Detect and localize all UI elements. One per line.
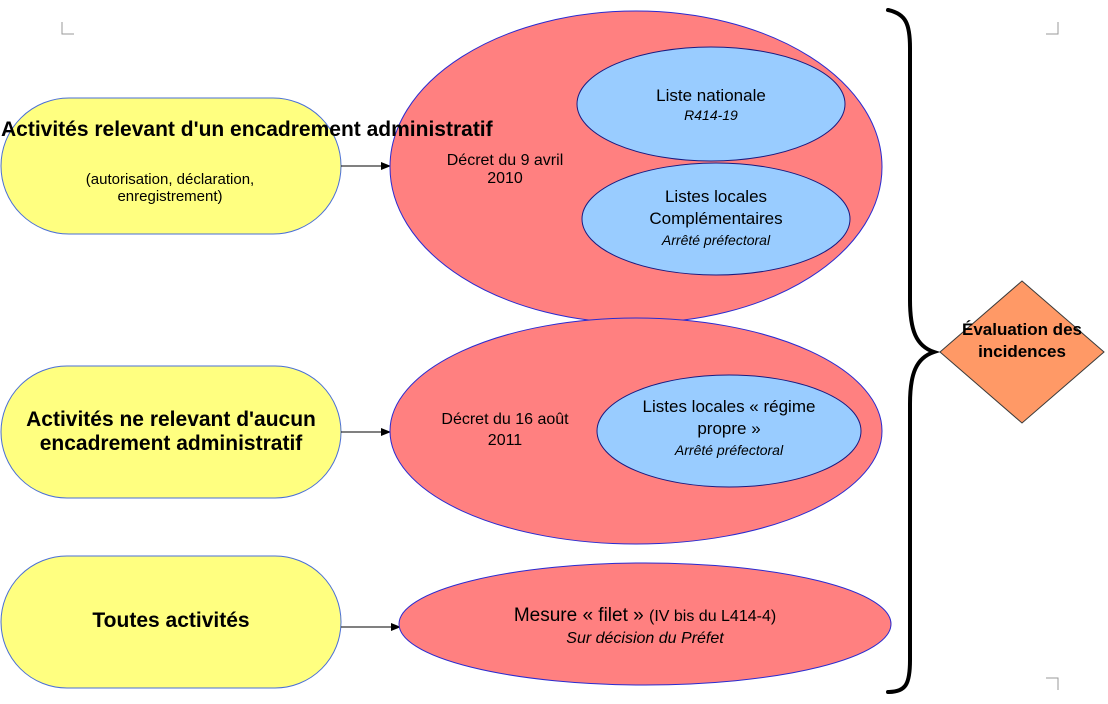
- decree-2010-label: Décret du 9 avril 2010: [446, 152, 564, 187]
- ellipse-local-complementary-lists: [581, 162, 851, 276]
- national-list-subtitle: R414-19: [684, 107, 738, 123]
- ellipse-filet-measure: [398, 562, 892, 686]
- filet-measure-title-line: Mesure « filet » (IV bis du L414-4): [400, 605, 890, 626]
- local-specific-regime-lists-title: Listes locales « régime propre »: [642, 397, 816, 439]
- page-corner-marks: [61, 22, 1059, 690]
- ellipse-local-specific-regime-lists: [596, 374, 862, 488]
- pill-all-activities: [0, 555, 342, 689]
- filet-measure-title: Mesure « filet »: [513, 605, 644, 626]
- pill-3-title: Toutes activités: [92, 609, 250, 632]
- pill-1-title: Activités relevant d'un encadrement admi…: [1, 118, 493, 141]
- diamond-impact-assessment: [939, 280, 1105, 424]
- filet-measure-subtitle: Sur décision du Préfet: [566, 630, 724, 647]
- ellipse-national-list: [576, 46, 846, 162]
- pill-1-subtitle: (autorisation, déclaration, enregistreme…: [85, 171, 255, 205]
- filet-measure-note: (IV bis du L414-4): [649, 608, 777, 625]
- local-specific-regime-lists-subtitle: Arrêté préfectoral: [674, 442, 784, 458]
- grouping-brace: [886, 8, 941, 694]
- local-complementary-lists-title: Listes locales Complémentaires: [649, 187, 783, 229]
- national-list-title: Liste nationale: [656, 86, 766, 105]
- impact-assessment-label: Évaluation des incidences: [962, 320, 1082, 362]
- local-complementary-lists-subtitle: Arrêté préfectoral: [661, 232, 771, 248]
- decree-2011-label: Décret du 16 août 2011: [441, 411, 569, 449]
- pill-2-title: Activités ne relevant d'aucun encadremen…: [26, 408, 316, 455]
